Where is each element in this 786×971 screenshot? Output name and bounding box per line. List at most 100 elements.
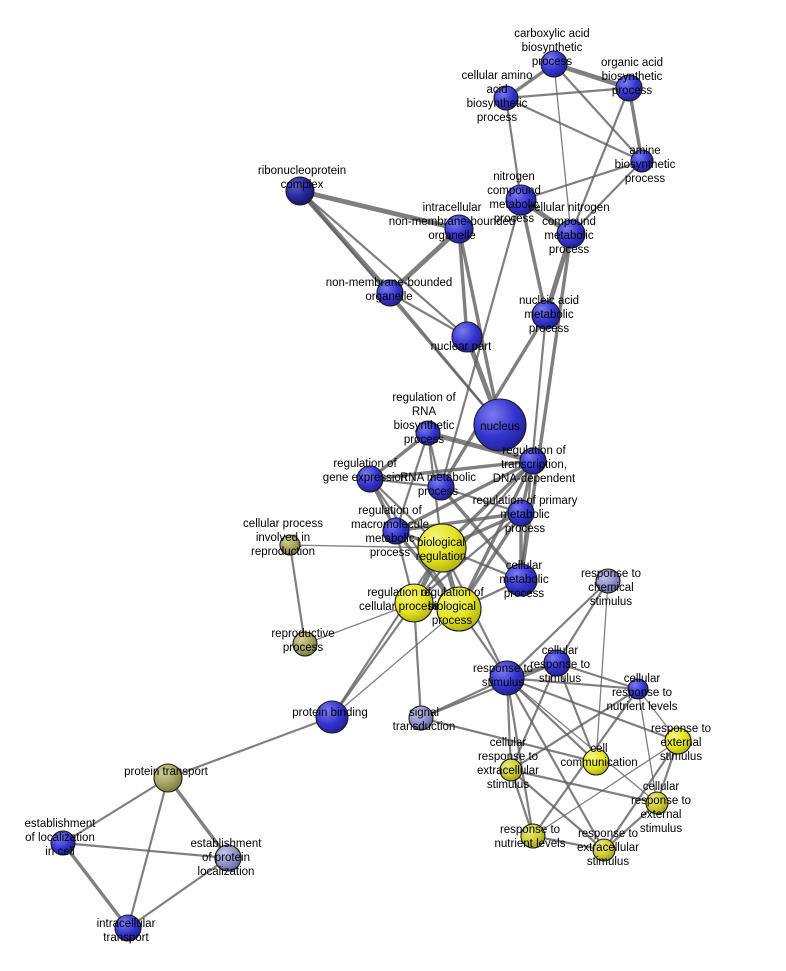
node-reg_primary[interactable] bbox=[507, 499, 535, 527]
edge-protein_transport--intracellular_transport bbox=[126, 776, 170, 930]
node-reg_transcription[interactable] bbox=[519, 447, 547, 475]
node-nitrogen[interactable] bbox=[505, 184, 537, 216]
node-nucleus[interactable] bbox=[473, 398, 527, 452]
edge-reg_cellular--protein_binding bbox=[330, 601, 416, 719]
edge-response_stim--cellular_resp_external bbox=[506, 677, 658, 804]
edge-protein_transport--est_loc_cell bbox=[61, 776, 170, 845]
node-amine[interactable] bbox=[630, 149, 654, 173]
node-nuclear_part[interactable] bbox=[451, 321, 483, 353]
edge-nitrogen--nucleic bbox=[519, 198, 548, 317]
edge-reg_rna--reg_transcription bbox=[425, 430, 536, 464]
edge-reg_primary--reg_macro bbox=[394, 511, 523, 533]
edge-reg_rna--reg_macro bbox=[394, 431, 430, 533]
node-organic[interactable] bbox=[615, 74, 643, 102]
node-reg_macro[interactable] bbox=[382, 517, 410, 545]
edge-carboxylic--amine bbox=[552, 62, 644, 163]
node-cellular_resp_extracellular[interactable] bbox=[499, 758, 523, 782]
node-cellular_resp_stim[interactable] bbox=[543, 649, 571, 677]
node-cellular_amino[interactable] bbox=[493, 85, 519, 111]
node-response_stim[interactable] bbox=[489, 660, 525, 696]
edge-est_loc_cell--est_prot_loc bbox=[61, 841, 230, 860]
edge-cellular_resp_stim--resp_chemical bbox=[555, 579, 610, 665]
node-protein_binding[interactable] bbox=[315, 700, 349, 734]
node-label-protein_transport: protein transport bbox=[124, 766, 209, 778]
node-cell_proc_repro[interactable] bbox=[279, 534, 301, 556]
node-reg_rna[interactable] bbox=[415, 420, 441, 446]
edge-organic--cellular_nitrogen bbox=[569, 86, 631, 236]
node-reg_biological[interactable] bbox=[436, 586, 482, 632]
edge-est_prot_loc--intracellular_transport bbox=[126, 856, 230, 930]
edge-cellular_resp_extracellular--resp_extracellular bbox=[509, 768, 606, 852]
edge-intra_nmb--nuclear_part bbox=[457, 227, 469, 339]
edge-reg_biological--protein_binding bbox=[331, 608, 460, 718]
node-resp_nutrient[interactable] bbox=[520, 823, 546, 849]
edge-intra_nmb--nmb bbox=[387, 226, 462, 296]
node-resp_chemical[interactable] bbox=[595, 568, 621, 594]
edge-biological_reg--protein_binding bbox=[330, 546, 444, 719]
node-reg_cellular[interactable] bbox=[394, 583, 434, 623]
edge-nmb--nucleus bbox=[388, 291, 502, 427]
node-signal[interactable] bbox=[408, 705, 434, 731]
edge-reg_transcription--reg_gene bbox=[368, 459, 535, 481]
node-est_prot_loc[interactable] bbox=[214, 844, 242, 872]
edge-resp_external--resp_nutrient bbox=[532, 740, 679, 837]
node-reproductive[interactable] bbox=[292, 631, 318, 657]
edge-rna_met--cellular_met bbox=[439, 485, 523, 582]
edge-response_stim--resp_nutrient bbox=[505, 676, 535, 838]
node-cellular_met[interactable] bbox=[504, 563, 538, 597]
node-intra_nmb[interactable] bbox=[444, 214, 474, 244]
node-reg_gene[interactable] bbox=[356, 465, 384, 493]
node-est_loc_cell[interactable] bbox=[50, 830, 76, 856]
node-rna_met[interactable] bbox=[427, 473, 455, 501]
edge-est_loc_cell--intracellular_transport bbox=[61, 841, 130, 930]
node-resp_external[interactable] bbox=[664, 727, 692, 755]
edge-cellular_resp_stim--signal bbox=[419, 661, 559, 720]
edge-resp_chemical--cell_comm bbox=[595, 580, 609, 763]
edge-ribo--nuclear_part bbox=[298, 189, 469, 339]
edge-cellular_resp_stim--cell_comm bbox=[555, 661, 598, 764]
node-cell_comm[interactable] bbox=[582, 748, 610, 776]
node-nmb[interactable] bbox=[376, 279, 404, 307]
edge-cell_proc_repro--biological_reg bbox=[289, 544, 443, 549]
node-nucleic[interactable] bbox=[531, 300, 561, 330]
node-carboxylic[interactable] bbox=[540, 50, 568, 78]
edge-carboxylic--cellular_nitrogen bbox=[553, 63, 572, 235]
edge-cellular_amino--nitrogen bbox=[504, 96, 523, 202]
edge-rna_met--reg_primary bbox=[439, 485, 523, 515]
node-cellular_nitrogen[interactable] bbox=[556, 219, 586, 249]
node-ribo[interactable] bbox=[285, 176, 315, 206]
node-cellular_resp_external[interactable] bbox=[645, 791, 669, 815]
node-label-protein_binding: protein binding bbox=[292, 707, 367, 719]
edge-intra_nmb--nucleus bbox=[457, 227, 502, 427]
node-protein_transport[interactable] bbox=[153, 763, 183, 793]
node-resp_extracellular[interactable] bbox=[592, 838, 616, 862]
edge-response_stim--resp_extracellular bbox=[505, 676, 606, 852]
node-biological_reg[interactable] bbox=[417, 523, 467, 573]
edge-reg_gene--reg_biological bbox=[368, 477, 461, 611]
node-intracellular_transport[interactable] bbox=[114, 914, 142, 942]
edge-response_stim--resp_chemical bbox=[505, 579, 610, 680]
edge-cellular_resp_stim--cellular_resp_nutrient bbox=[555, 661, 640, 691]
edge-response_stim--cellular_resp_nutrient bbox=[505, 676, 640, 691]
node-cellular_resp_nutrient[interactable] bbox=[627, 678, 649, 700]
